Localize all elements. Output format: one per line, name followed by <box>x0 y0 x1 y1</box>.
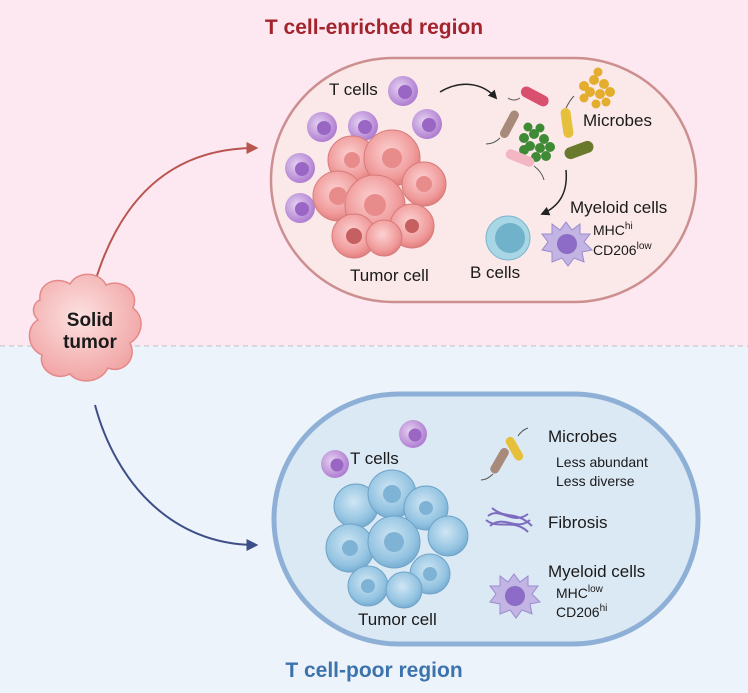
bottom-region-capsule <box>271 391 701 647</box>
b-cells-label: B cells <box>470 263 521 282</box>
top-myeloid-cell-icon <box>541 221 594 267</box>
solid-tumor-line2: tumor <box>63 332 117 353</box>
top-mhc-sup: hi <box>624 221 633 232</box>
bottom-cd206-label: CD206hi <box>556 603 608 620</box>
top-myeloid-label: Myeloid cells <box>570 198 668 217</box>
top-mhc-label: MHChi <box>593 221 633 238</box>
fibrosis-icon <box>485 507 533 533</box>
bottom-microbe-icon <box>480 427 529 481</box>
less-abundant-label: Less abundant <box>556 454 648 470</box>
top-microbes-label: Microbes <box>583 111 652 130</box>
bottom-myeloid-label: Myeloid cells <box>548 562 646 581</box>
top-tumor-cluster <box>312 129 447 259</box>
top-tumor-cell-label: Tumor cell <box>350 266 429 285</box>
bottom-mhc-sup: low <box>587 584 603 595</box>
top-region-title: T cell-enriched region <box>264 16 484 39</box>
bottom-myeloid-cell-icon <box>489 573 542 619</box>
arrow-to-top-region <box>94 142 259 283</box>
solid-tumor-shape <box>28 273 142 382</box>
bottom-cd206-sup: hi <box>599 603 608 614</box>
less-diverse-label: Less diverse <box>556 473 635 489</box>
top-cd206-label: CD206low <box>593 241 652 258</box>
top-t-cells <box>285 76 442 223</box>
top-cd206-sup: low <box>636 241 652 252</box>
solid-tumor-label: Solid tumor <box>34 310 146 354</box>
bottom-tumor-cell-label: Tumor cell <box>358 610 437 629</box>
bottom-cd206-text: CD206 <box>556 604 600 620</box>
bottom-microbes-label: Microbes <box>548 427 617 446</box>
b-cell-icon <box>485 215 531 261</box>
bottom-mhc-label: MHClow <box>556 584 603 601</box>
bottom-tumor-cluster <box>325 469 469 609</box>
top-microbes <box>485 67 615 181</box>
fibrosis-label: Fibrosis <box>548 513 608 532</box>
top-cd206-text: CD206 <box>593 242 637 258</box>
arrow-tcells-to-microbes <box>439 83 498 100</box>
bottom-t-cells <box>321 420 427 478</box>
bottom-t-cells-label: T cells <box>350 449 399 468</box>
bottom-region-title: T cell-poor region <box>285 659 463 682</box>
arrow-microbes-to-cells <box>540 169 568 216</box>
top-mhc-text: MHC <box>593 222 625 238</box>
solid-tumor-line1: Solid <box>66 310 114 331</box>
top-t-cells-label: T cells <box>329 80 378 99</box>
arrow-to-bottom-region <box>94 404 259 551</box>
bottom-mhc-text: MHC <box>556 585 588 601</box>
